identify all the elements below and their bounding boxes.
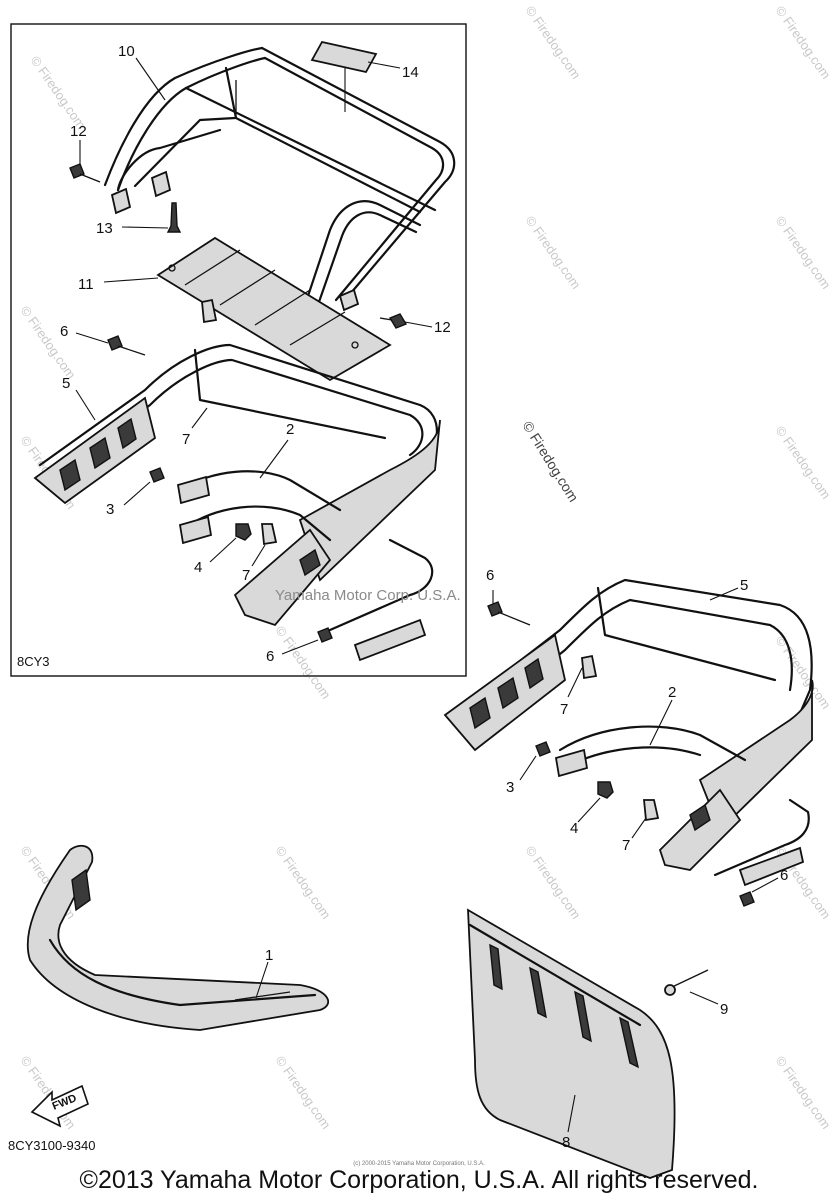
center-watermark: Yamaha Motor Corp. U.S.A. [275, 587, 461, 604]
callout-14: 14 [402, 64, 419, 81]
callout-6: 6 [266, 648, 274, 665]
inset-code: 8CY3 [17, 654, 50, 669]
part-13-rivet [166, 202, 182, 233]
inset-part-5-rear-frame [33, 343, 441, 627]
copyright-footer: ©2013 Yamaha Motor Corporation, U.S.A. A… [79, 1166, 759, 1194]
callout-4: 4 [194, 559, 202, 576]
callout-7: 7 [182, 431, 190, 448]
callout-7: 7 [560, 701, 568, 718]
watermark: © Firedog.com [773, 423, 834, 502]
callout-7: 7 [622, 837, 630, 854]
tiny-copyright: (c) 2000-2015 Yamaha Motor Corporation, … [353, 1161, 485, 1167]
part-14-label-plate [310, 40, 378, 74]
watermark: © Firedog.com [773, 213, 834, 292]
callout-1: 1 [265, 947, 273, 964]
callout-6: 6 [486, 567, 494, 584]
part-9-rivet [664, 969, 709, 996]
callout-7: 7 [242, 567, 250, 584]
inset-hardware [107, 298, 333, 643]
callout-labels: 10 14 12 13 11 12 6 5 7 2 3 4 7 6 6 5 7 … [60, 43, 788, 1151]
watermark: © Firedog.com [523, 213, 584, 292]
callout-10: 10 [118, 43, 135, 60]
part-1-front-bumper [26, 844, 330, 1031]
inset-bottom-rail [328, 538, 434, 662]
watermark: © Firedog.com [18, 303, 79, 382]
watermark: © Firedog.com [28, 53, 89, 132]
callout-5: 5 [62, 375, 70, 392]
callout-2: 2 [286, 421, 294, 438]
callout-5: 5 [740, 577, 748, 594]
fwd-arrow-icon: FWD [30, 1084, 89, 1128]
inset-part-2-bracket [176, 470, 342, 545]
callout-3: 3 [106, 501, 114, 518]
callout-11: 11 [78, 276, 94, 293]
main-part-2-bracket [554, 725, 747, 778]
callout-6: 6 [60, 323, 68, 340]
watermark: © Firedog.com [273, 843, 334, 922]
watermark: © Firedog.com [773, 1053, 834, 1132]
callout-12: 12 [70, 123, 87, 140]
callout-9: 9 [720, 1001, 728, 1018]
watermark: © Firedog.com [273, 1053, 334, 1132]
part-code: 8CY3100-9340 [8, 1138, 95, 1153]
watermark-layer: © Firedog.com © Firedog.com © Firedog.co… [18, 3, 834, 1132]
part-11-mounting-plate [156, 236, 392, 382]
callout-2: 2 [668, 684, 676, 701]
part-12-bolt [379, 313, 408, 329]
inset-frame [10, 23, 467, 677]
main-hardware [487, 601, 755, 907]
watermark: © Firedog.com [773, 3, 834, 82]
main-bottom-rail [713, 798, 810, 887]
part-12-bolt [69, 163, 101, 183]
callout-8: 8 [562, 1134, 570, 1151]
main-part-5-rear-frame [443, 578, 814, 871]
watermark: © Firedog.com [523, 3, 584, 82]
callout-13: 13 [96, 220, 113, 237]
leader-lines [75, 57, 779, 1133]
callout-12: 12 [434, 319, 451, 336]
watermark: © Firedog.com [523, 843, 584, 922]
callout-3: 3 [506, 779, 514, 796]
callout-6: 6 [780, 867, 788, 884]
part-8-mud-flap [467, 908, 676, 1179]
callout-4: 4 [570, 820, 578, 837]
firedog-watermark-dark: © Firedog.com [519, 418, 581, 505]
watermark: © Firedog.com [773, 633, 834, 712]
